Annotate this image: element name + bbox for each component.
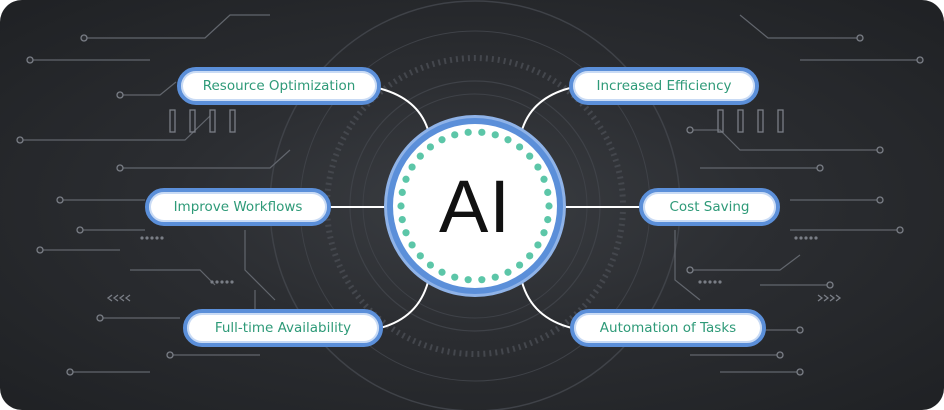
hub-label: AI	[439, 164, 511, 248]
hub-dot	[426, 143, 435, 151]
benefit-full-time-availability: Full-time Availability	[183, 309, 383, 347]
circuit-chips	[169, 109, 784, 133]
benefit-label: Full-time Availability	[214, 320, 352, 336]
hub-dot	[534, 241, 542, 249]
benefit-resource-optimization: Resource Optimization	[177, 67, 381, 105]
hub-dot	[534, 163, 542, 171]
circuit-traces-right	[674, 14, 920, 373]
hub-dot	[515, 143, 524, 151]
hub-dot	[416, 152, 424, 160]
circuit-traces-left	[20, 14, 291, 373]
hub-dot	[398, 216, 406, 224]
benefit-label: Automation of Tasks	[599, 320, 737, 336]
benefit-label: Improve Workflows	[173, 199, 303, 215]
hub-dot	[402, 229, 410, 237]
circuit-chevrons	[106, 294, 842, 302]
hub-dot	[478, 276, 486, 284]
hub-dot	[408, 241, 416, 249]
hub-dot	[402, 175, 410, 183]
circuit-dot-rows	[140, 236, 818, 284]
hub-dot	[398, 188, 406, 196]
hub-dot	[416, 252, 424, 260]
hub-dot	[408, 163, 416, 171]
benefit-label: Increased Efficiency	[596, 78, 732, 94]
hub-dot	[451, 273, 459, 281]
hub-dot	[544, 188, 552, 196]
hub-dot	[491, 131, 499, 139]
hub-dot	[464, 276, 472, 284]
hub-dot	[504, 136, 512, 144]
hub-dot	[397, 202, 405, 210]
hub-dot	[544, 216, 552, 224]
hub-dot	[515, 261, 524, 269]
benefit-cost-saving: Cost Saving	[639, 188, 780, 226]
hub-dot	[540, 229, 548, 237]
hub-dot	[545, 202, 553, 210]
hub-dot	[526, 252, 534, 260]
hub-connectors	[330, 87, 640, 329]
hub-dot-ring	[397, 128, 553, 284]
ai-hub: AI	[387, 118, 563, 294]
benefit-label: Resource Optimization	[202, 78, 356, 94]
benefit-increased-efficiency: Increased Efficiency	[569, 67, 759, 105]
hub-dot	[504, 268, 512, 276]
hub-dot	[451, 131, 459, 139]
hub-dot	[491, 273, 499, 281]
circuit-nodes	[16, 34, 924, 376]
hub-dot	[540, 175, 548, 183]
hub-dot	[438, 268, 446, 276]
benefit-label: Cost Saving	[669, 199, 750, 215]
hub-dot	[438, 136, 446, 144]
hub-dot	[478, 128, 486, 136]
hub-dot	[426, 261, 435, 269]
hub-dot	[526, 152, 534, 160]
benefit-improve-workflows: Improve Workflows	[145, 188, 331, 226]
hub-dot	[464, 128, 472, 136]
benefit-automation-of-tasks: Automation of Tasks	[570, 309, 766, 347]
